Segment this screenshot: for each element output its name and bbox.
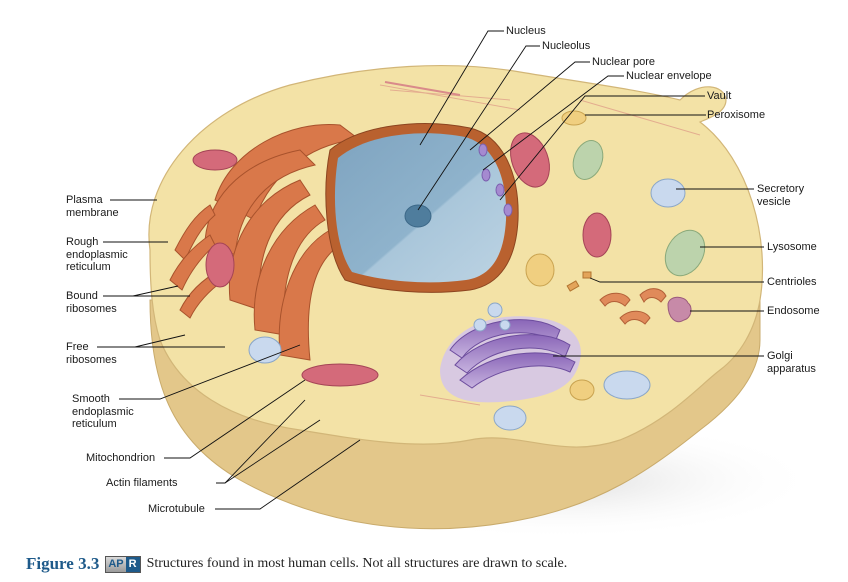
figure-caption: Figure 3.3 AP R Structures found in most… (26, 553, 567, 575)
leader-nucleus (419, 30, 504, 146)
leader-mitochondrion (164, 379, 306, 459)
rough-er-drawing (169, 123, 362, 361)
endosome-drawing (667, 296, 692, 323)
label-bound-ribosomes: Bound ribosomes (66, 290, 117, 315)
peroxisome-drawing (525, 110, 595, 401)
label-actin-filaments: Actin filaments (106, 477, 178, 489)
leader-nuclear-envelope (482, 75, 624, 171)
lysosome-drawing (572, 140, 706, 277)
label-golgi-apparatus: Golgi apparatus (767, 350, 816, 375)
apr-badge-ap: AP (108, 558, 124, 570)
apr-badge: AP R (105, 555, 141, 573)
leader-centrioles (589, 277, 764, 283)
centrioles-drawing (566, 271, 592, 292)
leader-actin-2 (224, 419, 321, 484)
label-smooth-er: Smooth endoplasmic reticulum (72, 393, 134, 430)
label-centrioles: Centrioles (767, 276, 817, 288)
mitochondrion-drawing (192, 132, 612, 387)
label-secretory-vesicle: Secretory vesicle (757, 183, 805, 208)
label-endosome: Endosome (767, 305, 820, 317)
leader-microtubule (215, 439, 361, 510)
label-plasma-membrane: Plasma membrane (66, 194, 119, 219)
label-nuclear-envelope: Nuclear envelope (626, 70, 712, 82)
label-rough-er: Rough endoplasmic reticulum (66, 236, 128, 273)
label-peroxisome: Peroxisome (707, 109, 766, 121)
leader-nucleolus (417, 45, 540, 211)
label-free-ribosomes: Free ribosomes (66, 341, 117, 366)
leader-vault (499, 95, 705, 201)
apr-badge-r: R (125, 556, 140, 572)
vesicle-drawing (248, 178, 686, 431)
nuclear-pore-drawing (478, 143, 513, 217)
label-vault: Vault (707, 90, 732, 102)
nucleolus-drawing (404, 204, 432, 228)
microtubule-drawing (384, 81, 461, 96)
label-nucleus: Nucleus (506, 25, 546, 37)
leader-lines (97, 30, 764, 510)
label-lysosome: Lysosome (767, 241, 817, 253)
smooth-er-drawing (599, 288, 667, 325)
label-nucleolus: Nucleolus (542, 40, 591, 52)
label-microtubule: Microtubule (148, 503, 205, 515)
label-mitochondrion: Mitochondrion (86, 452, 156, 464)
leader-nuclear-pore (469, 61, 590, 151)
caption-text: Structures found in most human cells. No… (146, 556, 568, 571)
leader-smooth-er (119, 344, 301, 400)
figure-number: Figure 3.3 (26, 554, 100, 573)
label-nuclear-pore: Nuclear pore (592, 56, 655, 68)
